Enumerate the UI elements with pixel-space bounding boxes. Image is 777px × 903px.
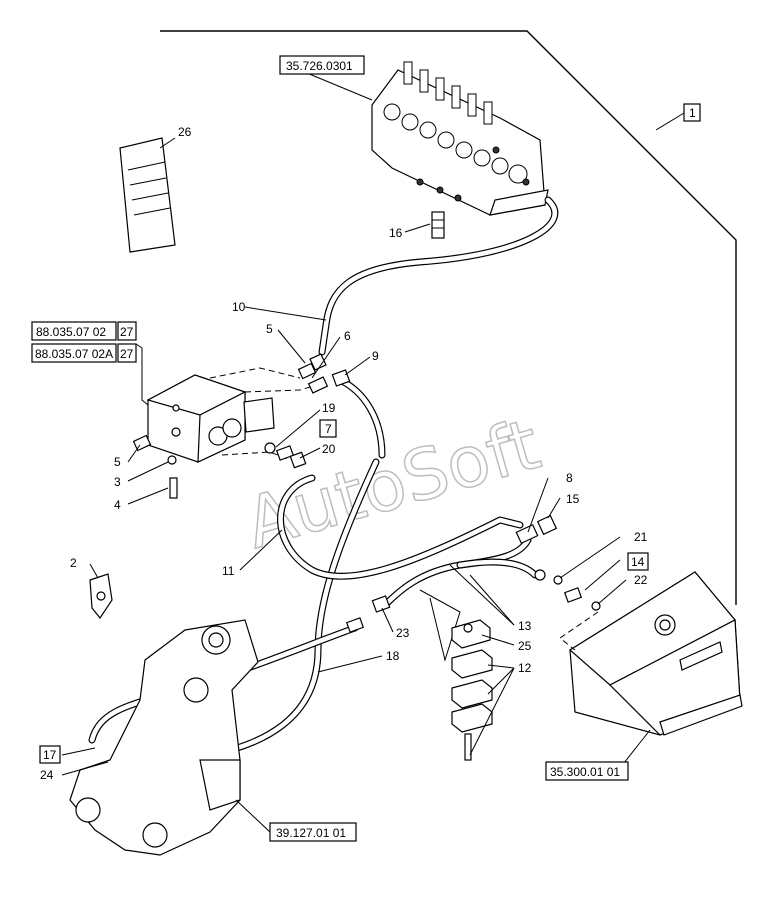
hose-13	[381, 536, 532, 609]
callout-18: 18	[386, 649, 400, 663]
svg-text:1: 1	[689, 106, 696, 120]
tank-dash	[559, 611, 599, 651]
callout-5b: 5	[114, 455, 121, 469]
callout-4: 4	[114, 498, 121, 512]
svg-text:88.035.07 02: 88.035.07 02	[36, 325, 106, 339]
callout-3: 3	[114, 475, 121, 489]
ref-box-valve-block-a[interactable]: 88.035.07 02 27	[31, 321, 137, 341]
ref-box-14[interactable]: 14	[627, 552, 649, 571]
callout-23: 23	[396, 626, 410, 640]
leader-lines	[61, 65, 685, 833]
fitting-9	[331, 369, 351, 387]
fitting-16	[431, 211, 445, 239]
callout-11: 11	[222, 564, 235, 578]
fitting-6	[307, 376, 329, 394]
tag-2	[89, 573, 113, 620]
callout-6: 6	[344, 329, 351, 343]
fitting-5-bottom	[132, 434, 178, 499]
callout-2: 2	[70, 556, 77, 570]
dash-line-2	[244, 383, 321, 393]
callout-20: 20	[322, 442, 336, 456]
ref-box-17[interactable]: 17	[39, 745, 61, 764]
ref-box-valve-block-b[interactable]: 88.035.07 02A 27	[31, 343, 137, 363]
callout-10: 10	[232, 300, 246, 314]
callout-24: 24	[40, 768, 54, 782]
callout-9: 9	[372, 349, 379, 363]
fitting-21-22	[534, 569, 601, 611]
ref-box-control-valve[interactable]: 35.726.0301	[279, 55, 365, 75]
control-valve	[371, 61, 549, 216]
svg-text:88.035.07 02A: 88.035.07 02A	[35, 347, 113, 361]
fitting-8	[515, 523, 539, 545]
svg-text:27: 27	[120, 325, 134, 339]
fitting-23	[345, 595, 391, 633]
svg-text:7: 7	[325, 422, 332, 436]
callout-26: 26	[178, 125, 192, 139]
svg-text:17: 17	[43, 748, 57, 762]
ref-box-frame[interactable]: 39.127.01 01	[269, 822, 357, 842]
callout-12: 12	[518, 661, 532, 675]
fitting-5-top	[297, 353, 327, 380]
ref-box-group-1[interactable]: 1	[683, 103, 701, 122]
fitting-15	[536, 514, 558, 536]
ref-box-tank[interactable]: 35.300.01 01	[545, 761, 629, 781]
callout-25: 25	[518, 639, 532, 653]
callout-5a: 5	[266, 322, 273, 336]
callout-13: 13	[518, 619, 532, 633]
manual-26	[119, 137, 176, 253]
dash-line-1	[209, 367, 301, 379]
callout-8: 8	[566, 471, 573, 485]
clamp-parts-12-25	[419, 589, 493, 761]
valve-block	[146, 374, 275, 463]
callout-15: 15	[566, 492, 580, 506]
svg-text:39.127.01 01: 39.127.01 01	[276, 826, 346, 840]
callout-21: 21	[634, 530, 648, 544]
hydraulic-tank	[568, 571, 743, 736]
svg-text:35.726.0301: 35.726.0301	[286, 59, 353, 73]
callout-19: 19	[322, 401, 336, 415]
callout-22: 22	[634, 573, 648, 587]
group-frame-line	[160, 30, 737, 605]
ref-box-7[interactable]: 7	[319, 419, 337, 438]
loader-frame	[69, 619, 259, 856]
fitting-19-20	[264, 442, 307, 469]
svg-text:14: 14	[631, 555, 645, 569]
svg-text:35.300.01 01: 35.300.01 01	[550, 765, 620, 779]
callout-16: 16	[389, 226, 403, 240]
svg-text:27: 27	[120, 347, 134, 361]
